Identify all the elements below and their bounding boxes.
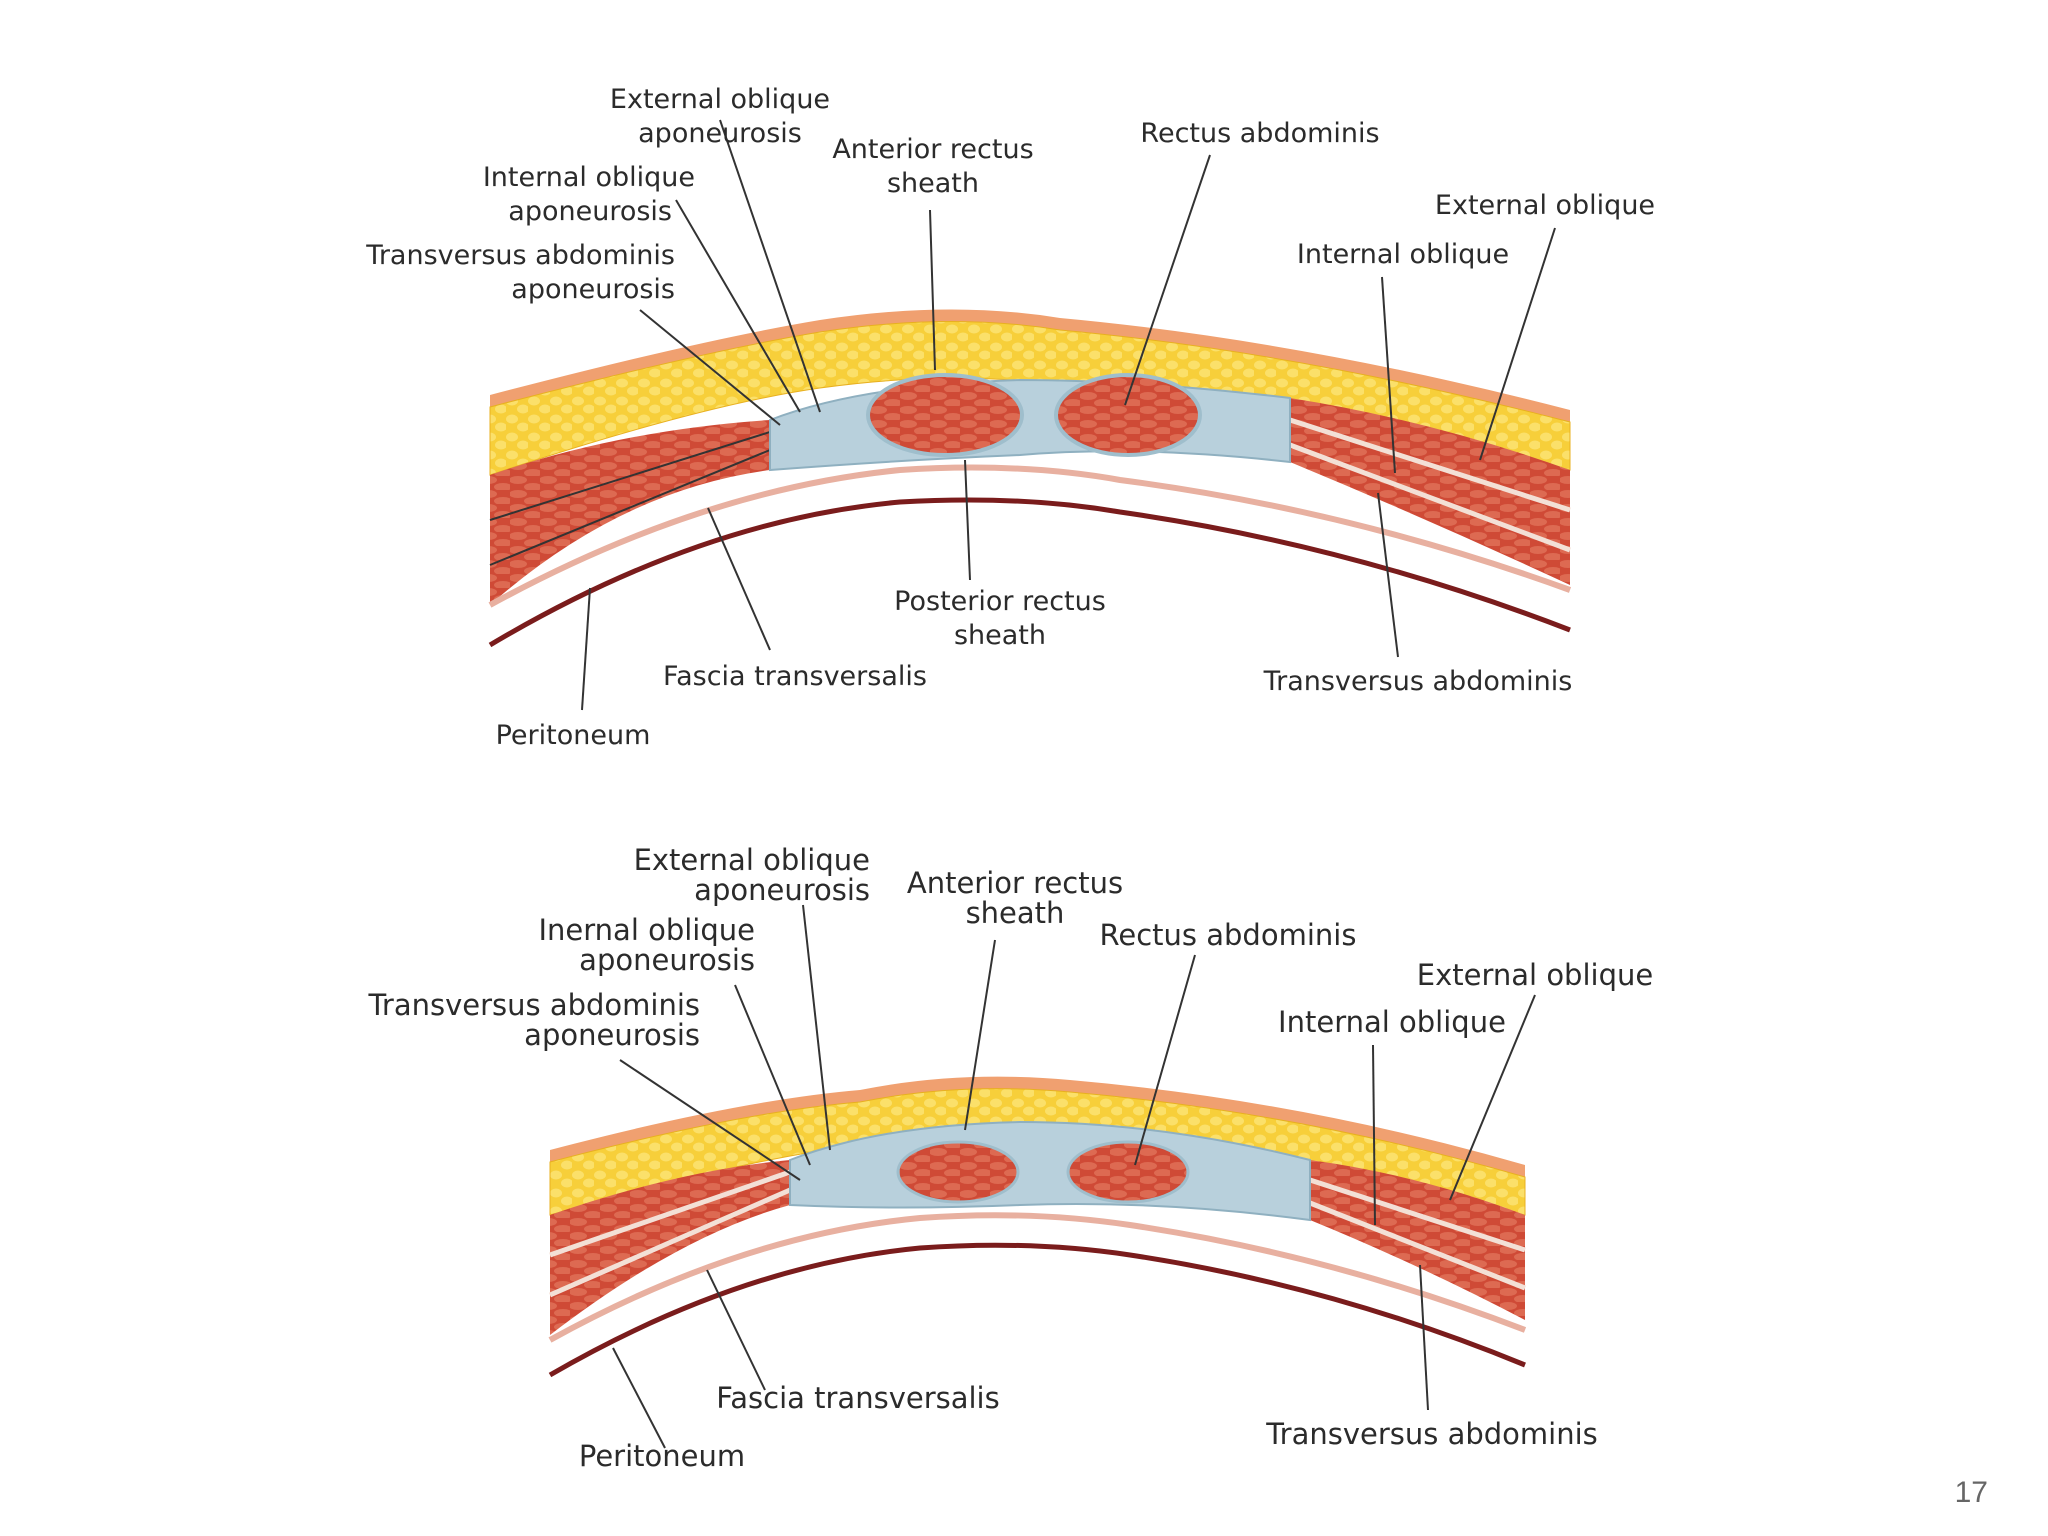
leader-lines-bottom xyxy=(612,904,1536,1449)
fascia-transversalis xyxy=(548,1212,1527,1343)
skin-layer xyxy=(550,1076,1525,1177)
leader-lines-top xyxy=(581,119,1556,711)
abdominal-wall-top xyxy=(488,309,1572,648)
label-peritoneum: Peritoneum xyxy=(496,720,651,751)
label-transversus-abdominis: Transversus abdominis xyxy=(1263,666,1573,697)
label-transversus-abdominis: Transversus abdominis xyxy=(1265,1417,1598,1451)
left-muscles xyxy=(490,420,770,605)
rectus-left xyxy=(896,1140,1020,1204)
label-internal-oblique: Internal oblique xyxy=(1297,239,1509,270)
abdominal-wall-bottom xyxy=(548,1076,1527,1378)
peritoneum-layer xyxy=(488,497,1571,648)
label-external-oblique: External oblique xyxy=(1435,190,1655,221)
label-internal-oblique: Internal oblique xyxy=(1278,1005,1506,1039)
left-muscles xyxy=(550,1160,790,1335)
fascia-transversalis xyxy=(488,464,1572,608)
rectus-right xyxy=(1054,373,1202,457)
label-external-oblique: External oblique xyxy=(1417,958,1653,992)
slide-number: 17 xyxy=(1954,1476,1988,1509)
label-fascia-transversalis: Fascia transversalis xyxy=(716,1381,999,1415)
peritoneum-layer xyxy=(548,1242,1526,1378)
rectus-sheath xyxy=(769,378,1291,472)
rectus-right xyxy=(1066,1140,1190,1204)
label-peritoneum: Peritoneum xyxy=(579,1439,745,1473)
skin-layer xyxy=(490,309,1570,422)
label-rectus-abdominis: Rectus abdominis xyxy=(1100,918,1357,952)
rectus-left xyxy=(866,373,1024,457)
label-rectus-abdominis: Rectus abdominis xyxy=(1140,118,1379,149)
label-fascia-transversalis: Fascia transversalis xyxy=(663,661,927,692)
